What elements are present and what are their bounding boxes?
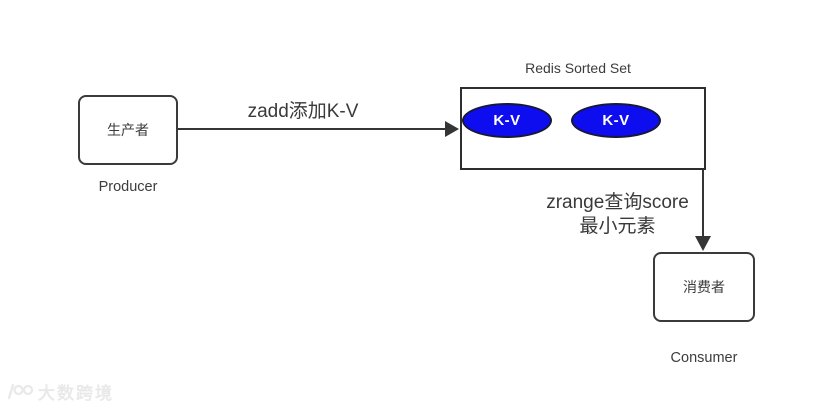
producer-caption: Producer xyxy=(98,179,158,195)
redis-sorted-set-title: Redis Sorted Set xyxy=(525,60,631,76)
consumer-node-label: 消费者 xyxy=(683,279,725,295)
kv-ellipse-1: K-V xyxy=(462,103,552,138)
producer-node-label: 生产者 xyxy=(107,122,149,138)
zadd-edge-label: zadd添加K-V xyxy=(247,101,359,122)
zadd-edge-line xyxy=(178,128,446,130)
zrange-edge-line xyxy=(702,170,704,238)
kv-ellipse-2: K-V xyxy=(571,103,661,138)
zrange-edge-label-line1: zrange查询score xyxy=(546,192,689,213)
consumer-node: 消费者 xyxy=(653,252,755,322)
watermark-label: 大数跨境 xyxy=(38,384,114,403)
watermark: 大数跨境 xyxy=(5,379,114,404)
zadd-arrowhead-icon xyxy=(445,121,459,137)
watermark-100-logo-icon xyxy=(7,383,34,399)
producer-node: 生产者 xyxy=(78,95,178,165)
zrange-arrowhead-icon xyxy=(695,236,711,251)
kv-ellipse-2-label: K-V xyxy=(602,112,630,129)
kv-ellipse-1-label: K-V xyxy=(493,112,521,129)
consumer-caption: Consumer xyxy=(670,350,738,366)
zrange-edge-label-line2: 最小元素 xyxy=(579,216,656,237)
